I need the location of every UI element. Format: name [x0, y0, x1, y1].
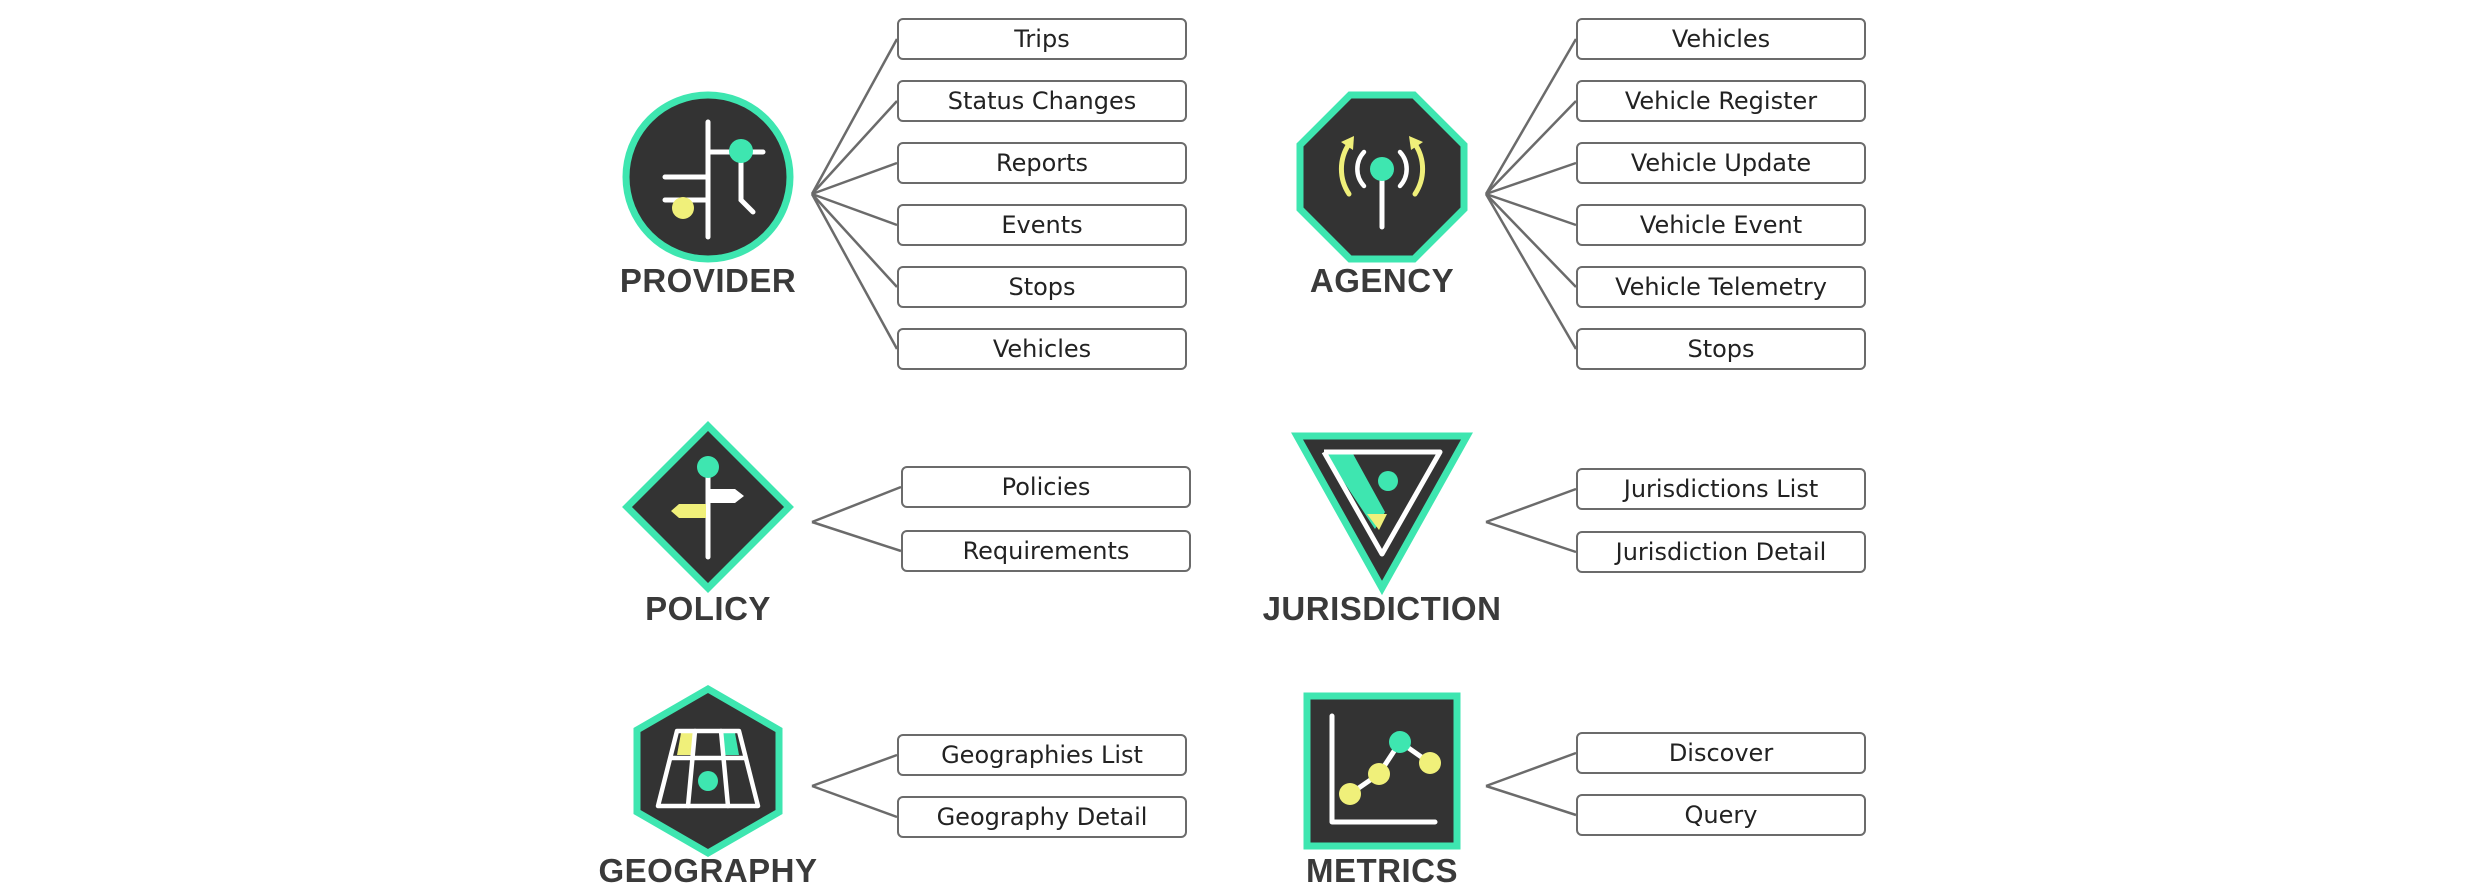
endpoint-agency-vehicles: Vehicles: [1576, 18, 1866, 60]
connector-line: [811, 753, 898, 788]
endpoint-provider-events: Events: [897, 204, 1187, 246]
endpoint-agency-vehicle-register: Vehicle Register: [1576, 80, 1866, 122]
policy-icon: [622, 421, 794, 593]
endpoint-provider-status-changes: Status Changes: [897, 80, 1187, 122]
connector-line: [1485, 193, 1577, 288]
agency-icon: [1296, 91, 1468, 263]
connector-line: [811, 485, 902, 524]
module-title-agency: AGENCY: [1309, 262, 1455, 299]
endpoint-agency-stops: Stops: [1576, 328, 1866, 370]
module-title-policy: POLICY: [645, 590, 771, 627]
endpoint-provider-reports: Reports: [897, 142, 1187, 184]
connector-line: [811, 784, 898, 819]
connector-line: [1485, 192, 1577, 227]
endpoint-metrics-query: Query: [1576, 794, 1866, 836]
connector-line: [811, 520, 902, 553]
metrics-icon: [1303, 692, 1461, 850]
module-title-provider: PROVIDER: [619, 262, 797, 299]
endpoint-provider-stops: Stops: [897, 266, 1187, 308]
endpoint-agency-vehicle-event: Vehicle Event: [1576, 204, 1866, 246]
endpoint-policy-requirements: Requirements: [901, 530, 1191, 572]
endpoint-provider-trips: Trips: [897, 18, 1187, 60]
connector-line: [810, 38, 899, 195]
connector-line: [1485, 751, 1577, 788]
connector-line: [811, 100, 898, 195]
endpoint-jurisdiction-detail: Jurisdiction Detail: [1576, 531, 1866, 573]
endpoint-provider-vehicles: Vehicles: [897, 328, 1187, 370]
endpoint-agency-vehicle-update: Vehicle Update: [1576, 142, 1866, 184]
connector-line: [1484, 193, 1578, 350]
connector-line: [1485, 100, 1577, 195]
module-title-geography: GEOGRAPHY: [598, 852, 818, 889]
endpoint-geography-list: Geographies List: [897, 734, 1187, 776]
connector-line: [1485, 520, 1577, 554]
endpoint-jurisdiction-list: Jurisdictions List: [1576, 468, 1866, 510]
connector-line: [810, 193, 899, 350]
module-title-metrics: METRICS: [1306, 852, 1458, 889]
connector-line: [1485, 487, 1577, 524]
geography-icon: [633, 684, 783, 858]
connector-line: [1484, 38, 1578, 195]
endpoint-agency-vehicle-telemetry: Vehicle Telemetry: [1576, 266, 1866, 308]
connector-line: [1485, 784, 1577, 817]
connector-line: [811, 192, 898, 227]
jurisdiction-icon: [1291, 432, 1473, 596]
endpoint-geography-detail: Geography Detail: [897, 796, 1187, 838]
provider-icon: [622, 91, 794, 263]
connector-line: [811, 193, 898, 288]
module-title-jurisdiction: JURISDICTION: [1262, 590, 1502, 627]
connector-line: [811, 161, 898, 196]
endpoint-policy-policies: Policies: [901, 466, 1191, 508]
endpoint-metrics-discover: Discover: [1576, 732, 1866, 774]
connector-line: [1485, 161, 1577, 196]
